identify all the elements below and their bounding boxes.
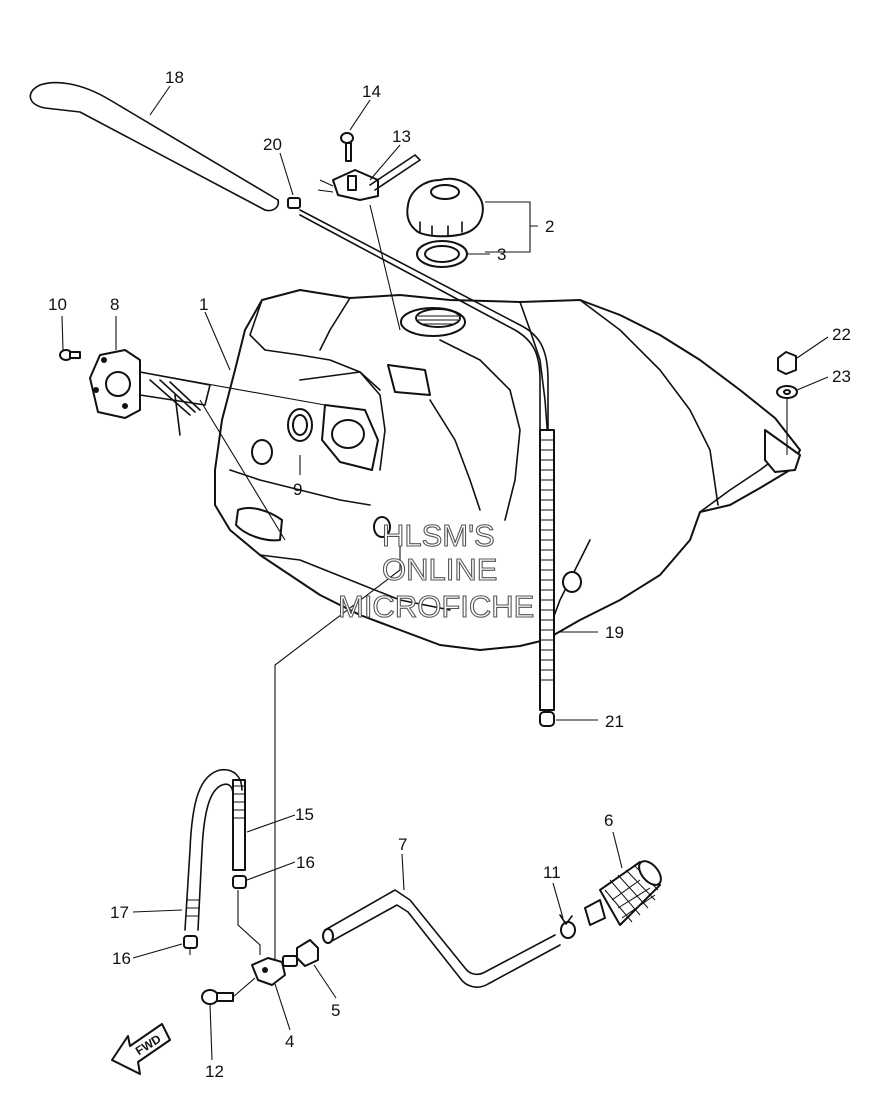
fuel-filter: [584, 860, 662, 926]
callout-4: 4: [285, 1032, 294, 1051]
fuel-cap: [406, 177, 484, 238]
petcock-bolt: [201, 989, 234, 1005]
callout-18: 18: [165, 68, 184, 87]
leader-lines: [61, 85, 829, 1061]
callout-13: 13: [392, 127, 411, 146]
hose-cap: [539, 711, 555, 727]
routing-line: [274, 530, 401, 965]
fuel-hose-lower: [184, 768, 243, 931]
cap-gasket: [416, 240, 468, 268]
hose-clip-16b: [183, 935, 198, 949]
washer: [776, 385, 798, 399]
callout-16-lower: 16: [112, 949, 131, 968]
callout-8: 8: [110, 295, 119, 314]
bracket: [317, 154, 421, 201]
screw: [340, 132, 354, 162]
fuel-sender-unit: [89, 349, 211, 436]
fuel-hose-main: [322, 889, 561, 988]
callout-16-upper: 16: [296, 853, 315, 872]
vent-tube: [299, 209, 549, 431]
callout-5: 5: [331, 1001, 340, 1020]
fuel-hose-upper: [232, 779, 246, 871]
callout-1: 1: [199, 295, 208, 314]
drain-hose: [539, 429, 555, 711]
callout-6: 6: [604, 811, 613, 830]
callout-10: 10: [48, 295, 67, 314]
callout-9: 9: [293, 480, 302, 499]
watermark-line-3: MICROFICHE: [338, 589, 534, 624]
nut: [777, 351, 797, 375]
watermark-line-2: ONLINE: [382, 552, 497, 587]
hose-clamp: [559, 914, 576, 939]
callout-numbers: 18 14 13 20 2 3 1 8 10 22 23 9 19 21 15 …: [48, 68, 851, 1081]
callout-7: 7: [398, 835, 407, 854]
callout-17: 17: [110, 903, 129, 922]
fuel-petcock: [251, 955, 298, 986]
breather-hose: [29, 81, 280, 212]
watermark-line-1: HLSM'S: [382, 518, 495, 553]
callout-3: 3: [497, 245, 506, 264]
callout-20: 20: [263, 135, 282, 154]
sender-bolt: [59, 349, 81, 361]
hose-clip-16a: [232, 875, 247, 889]
callout-21: 21: [605, 712, 624, 731]
callout-14: 14: [362, 82, 381, 101]
callout-22: 22: [832, 325, 851, 344]
forward-direction-arrow: FWD: [111, 1023, 171, 1075]
hose-clip: [287, 197, 301, 209]
callout-2: 2: [545, 217, 554, 236]
grommet: [287, 408, 313, 442]
callout-12: 12: [205, 1062, 224, 1081]
hose-fitting: [296, 939, 319, 967]
callout-19: 19: [605, 623, 624, 642]
callout-11: 11: [543, 863, 561, 882]
fuel-tank: [214, 289, 801, 651]
watermark: HLSM'S ONLINE MICROFICHE: [337, 517, 534, 624]
callout-15: 15: [295, 805, 314, 824]
callout-23: 23: [832, 367, 851, 386]
